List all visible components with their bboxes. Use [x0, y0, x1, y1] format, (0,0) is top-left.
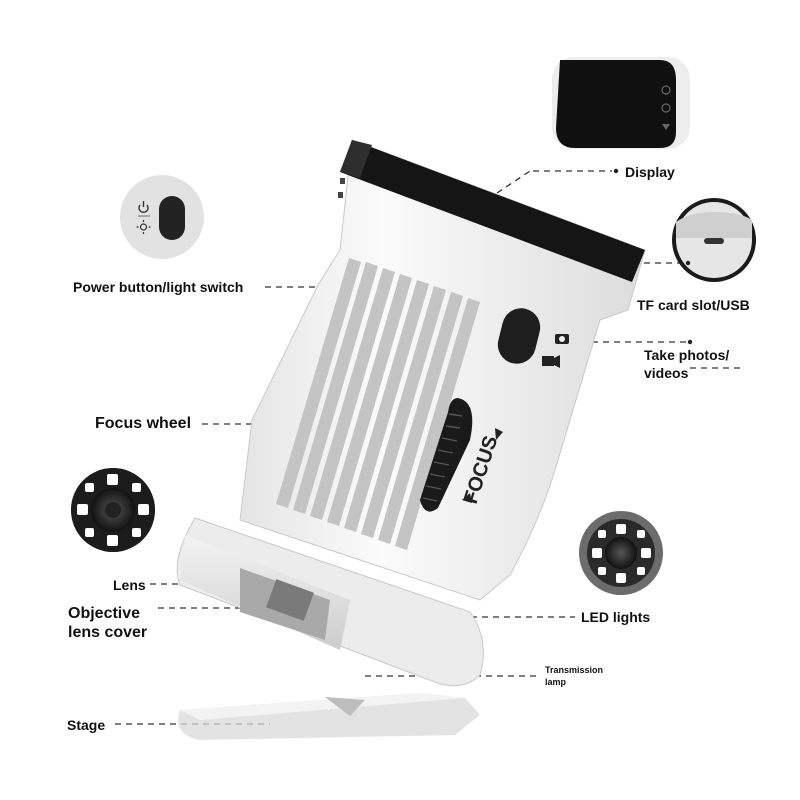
led-inset-left: [71, 468, 155, 552]
label-tf-card: TF card slot/USB: [637, 297, 750, 313]
sun-icon: [136, 220, 151, 234]
label-transmission-2: lamp: [545, 677, 567, 687]
led-inset-right: [579, 511, 663, 595]
label-stage: Stage: [67, 717, 106, 733]
label-cover-2: lens cover: [68, 624, 148, 641]
grip-ribs: [276, 258, 480, 550]
label-power: Power button/light switch: [73, 279, 244, 295]
led-dots: [77, 474, 149, 546]
label-lens: Lens: [113, 577, 146, 593]
leader-display: [496, 170, 531, 194]
screen-housing: [340, 140, 645, 282]
camera-icon: [555, 334, 569, 344]
label-display: Display: [625, 164, 675, 180]
focus-wheel[interactable]: [420, 398, 473, 512]
tf-card-inset: [672, 198, 756, 282]
leader-dots: [613, 168, 693, 345]
label-photos-2: videos: [644, 365, 689, 381]
label-photos-1: Take photos/: [644, 347, 730, 363]
label-focus-wheel: Focus wheel: [95, 415, 192, 432]
label-cover-1: Objective: [68, 605, 141, 622]
microscope-body: FOCUS: [176, 139, 646, 687]
label-transmission-1: Transmission: [545, 665, 604, 675]
display-inset: [552, 57, 690, 149]
photo-video-button[interactable]: [494, 304, 544, 368]
video-icon: [542, 355, 560, 368]
label-led: LED lights: [581, 609, 651, 625]
power-inset: [120, 175, 204, 259]
power-icon: [138, 201, 149, 214]
stage-plate: [178, 693, 480, 740]
